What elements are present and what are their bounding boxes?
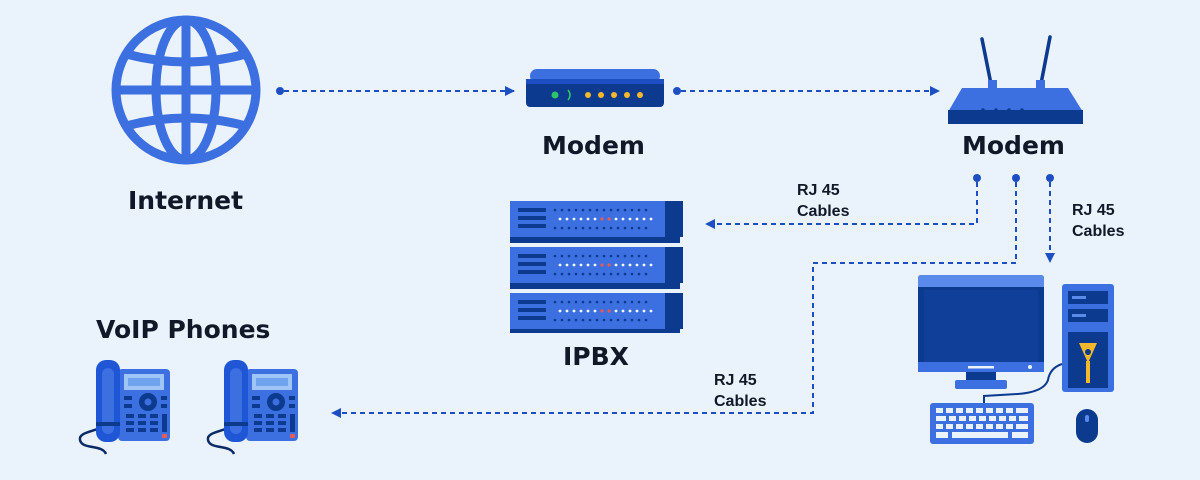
server-unit <box>510 201 683 243</box>
router-icon <box>948 35 1083 124</box>
keyboard-icon <box>930 403 1034 444</box>
modem-label: Modem <box>542 131 645 160</box>
connector-modem-to-router <box>673 86 940 96</box>
voip-phone-icon <box>206 360 298 455</box>
internet-label: Internet <box>128 186 244 215</box>
connector-router-to-computer <box>1045 174 1055 263</box>
cable-label-line: Cables <box>1072 223 1125 240</box>
cable-label-line: RJ 45 <box>1072 202 1115 219</box>
mouse-icon <box>1076 409 1098 443</box>
keyboard-cable <box>983 363 1063 404</box>
voip-phones-label: VoIP Phones <box>96 315 271 344</box>
cable-label-line: RJ 45 <box>714 372 757 389</box>
cable-label-line: Cables <box>714 393 767 410</box>
computer-icon <box>918 275 1114 444</box>
router-label: Modem <box>962 131 1065 160</box>
internet-globe-icon <box>111 15 261 165</box>
connector-router-to-phones <box>331 174 1020 418</box>
server-unit <box>510 293 683 333</box>
server-unit <box>510 247 683 289</box>
monitor-icon <box>918 275 1044 389</box>
cable-label-ipbx: RJ 45 Cables <box>797 180 849 222</box>
ipbx-label: IPBX <box>563 342 629 371</box>
connector-router-to-ipbx <box>705 174 981 229</box>
connector-internet-to-modem <box>276 86 515 96</box>
ipbx-server-icon <box>510 201 683 333</box>
cable-label-computer: RJ 45 Cables <box>1072 200 1124 242</box>
voip-phone-icon <box>78 360 170 455</box>
computer-tower-icon <box>1062 284 1114 392</box>
cable-label-phones: RJ 45 Cables <box>714 370 766 412</box>
cable-label-line: Cables <box>797 203 850 220</box>
cable-label-line: RJ 45 <box>797 182 840 199</box>
modem-icon <box>526 69 664 107</box>
